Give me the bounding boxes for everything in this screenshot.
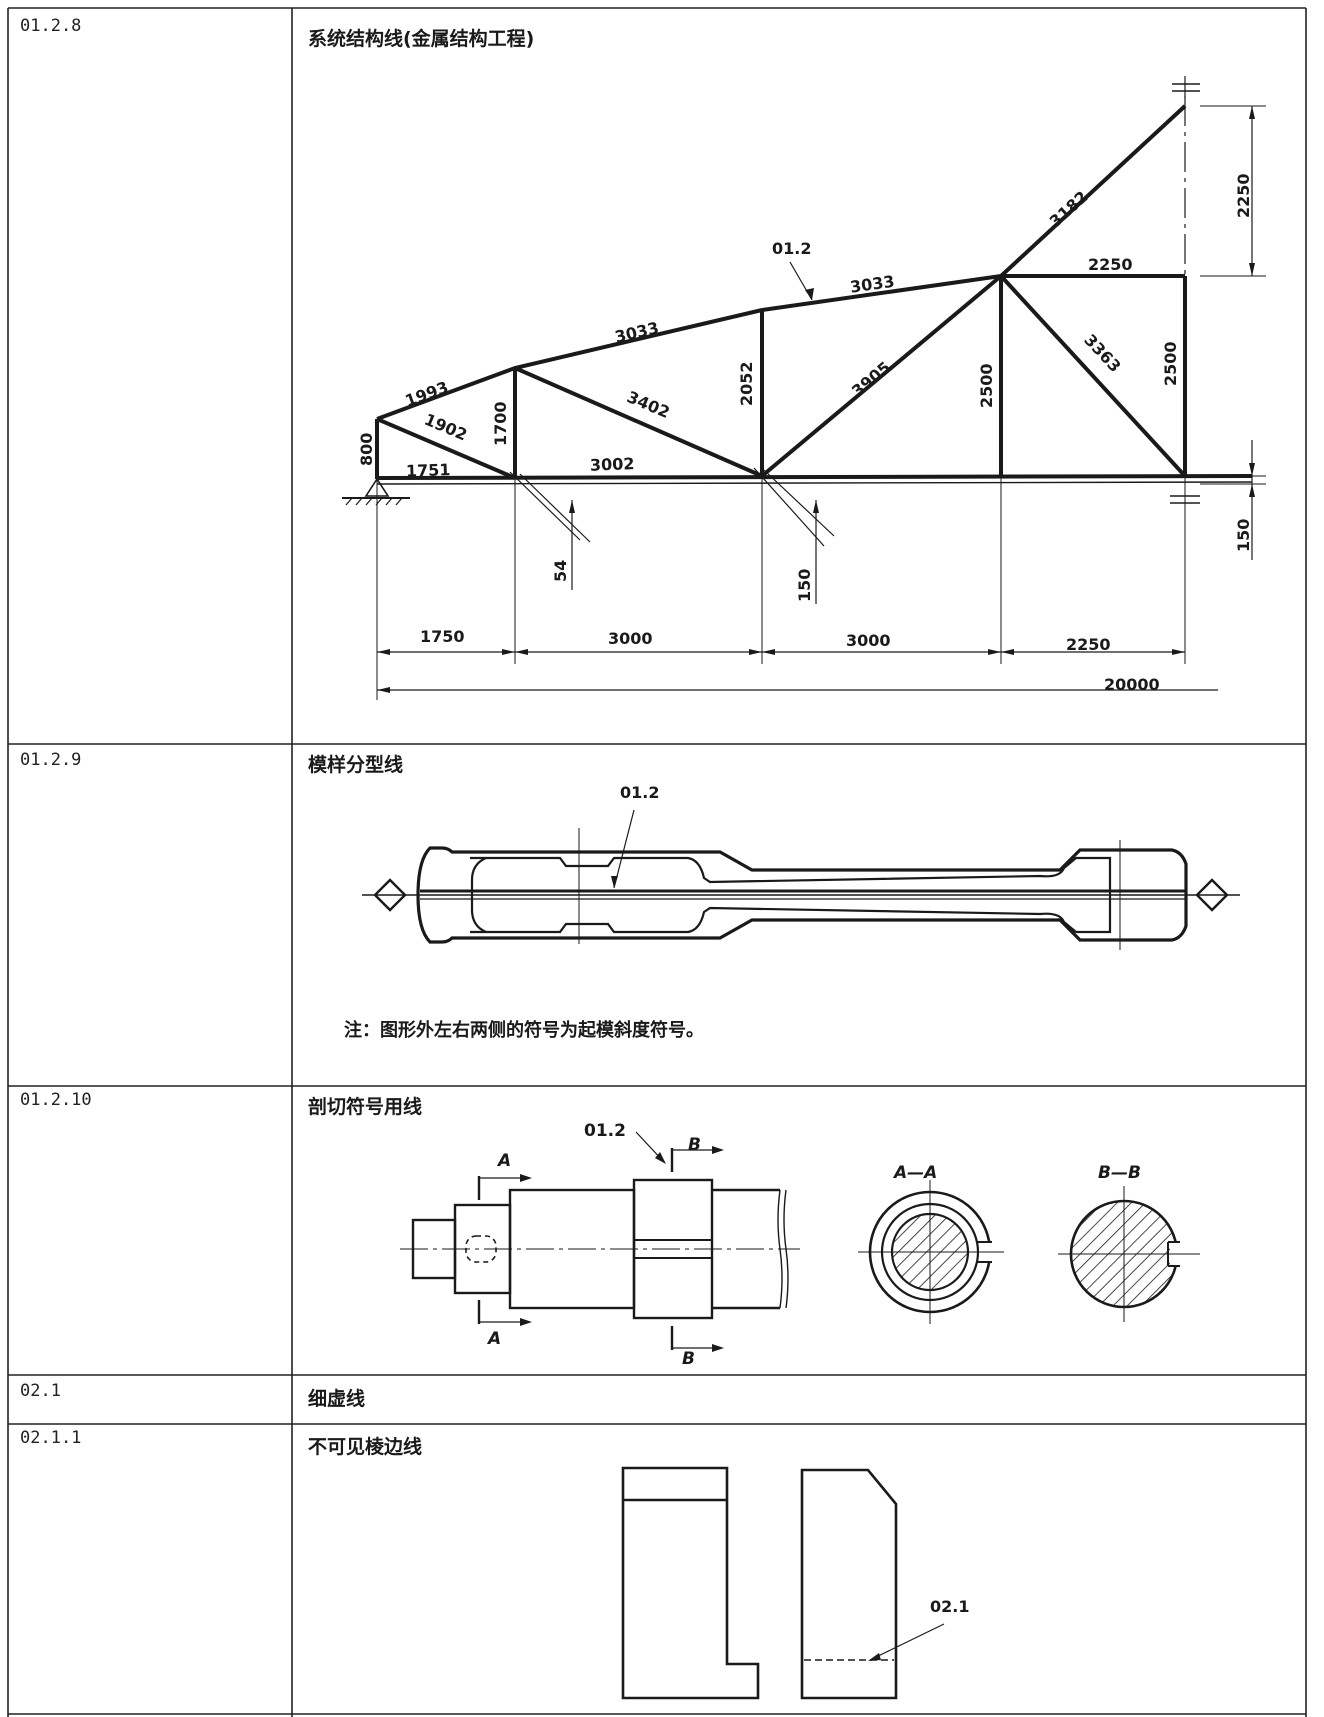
section-label-a: A [496, 1151, 511, 1171]
member-label: 2500 [977, 363, 996, 408]
row-title: 不可见棱边线 [308, 1436, 423, 1458]
hidden-leader-label: 02.1 [930, 1597, 969, 1616]
row-code: 02.1.1 [20, 1428, 82, 1448]
row-code: 02.1 [20, 1381, 61, 1401]
member-label: 1751 [406, 460, 451, 481]
section-figure: 01.2 A A B B A—A B—B [400, 1121, 1200, 1369]
dim-label: 150 [795, 569, 814, 602]
member-label: 800 [357, 433, 376, 466]
member-label: 3002 [590, 454, 635, 475]
section-view-title: A—A [892, 1163, 937, 1183]
dim-label: 2250 [1234, 173, 1253, 218]
section-view-title: B—B [1098, 1163, 1141, 1183]
section-label-a: A [486, 1329, 501, 1349]
row-title: 模样分型线 [308, 754, 404, 776]
pattern-figure: 01.2 [362, 783, 1240, 950]
total-span-label: 20000 [1104, 675, 1160, 694]
truss-leader-label: 01.2 [772, 239, 811, 258]
pattern-leader-label: 01.2 [620, 783, 659, 802]
row-title: 系统结构线(金属结构工程) [308, 28, 535, 50]
member-label: 2500 [1161, 341, 1180, 386]
member-label: 2250 [1088, 255, 1133, 274]
section-label-b: B [688, 1135, 701, 1155]
dim-label: 150 [1234, 519, 1253, 552]
row-code: 01.2.10 [20, 1090, 92, 1110]
span-label: 3000 [608, 629, 653, 648]
section-label-b: B [682, 1349, 695, 1369]
row-code: 01.2.8 [20, 16, 82, 36]
section-leader-label: 01.2 [584, 1121, 626, 1141]
pattern-note: 注：图形外左右两侧的符号为起模斜度符号。 [344, 1020, 704, 1041]
truss-figure: 01.2 3182 2250 3033 3033 1993 1902 3402 … [342, 76, 1266, 700]
member-label: 2052 [737, 361, 756, 406]
row-title: 细虚线 [308, 1388, 366, 1410]
member-label: 1700 [491, 401, 510, 446]
span-label: 2250 [1066, 635, 1111, 654]
row-title: 剖切符号用线 [308, 1096, 423, 1118]
span-label: 3000 [846, 631, 891, 650]
row-code: 01.2.9 [20, 750, 82, 770]
dim-label: 54 [551, 560, 570, 582]
span-label: 1750 [420, 627, 465, 646]
